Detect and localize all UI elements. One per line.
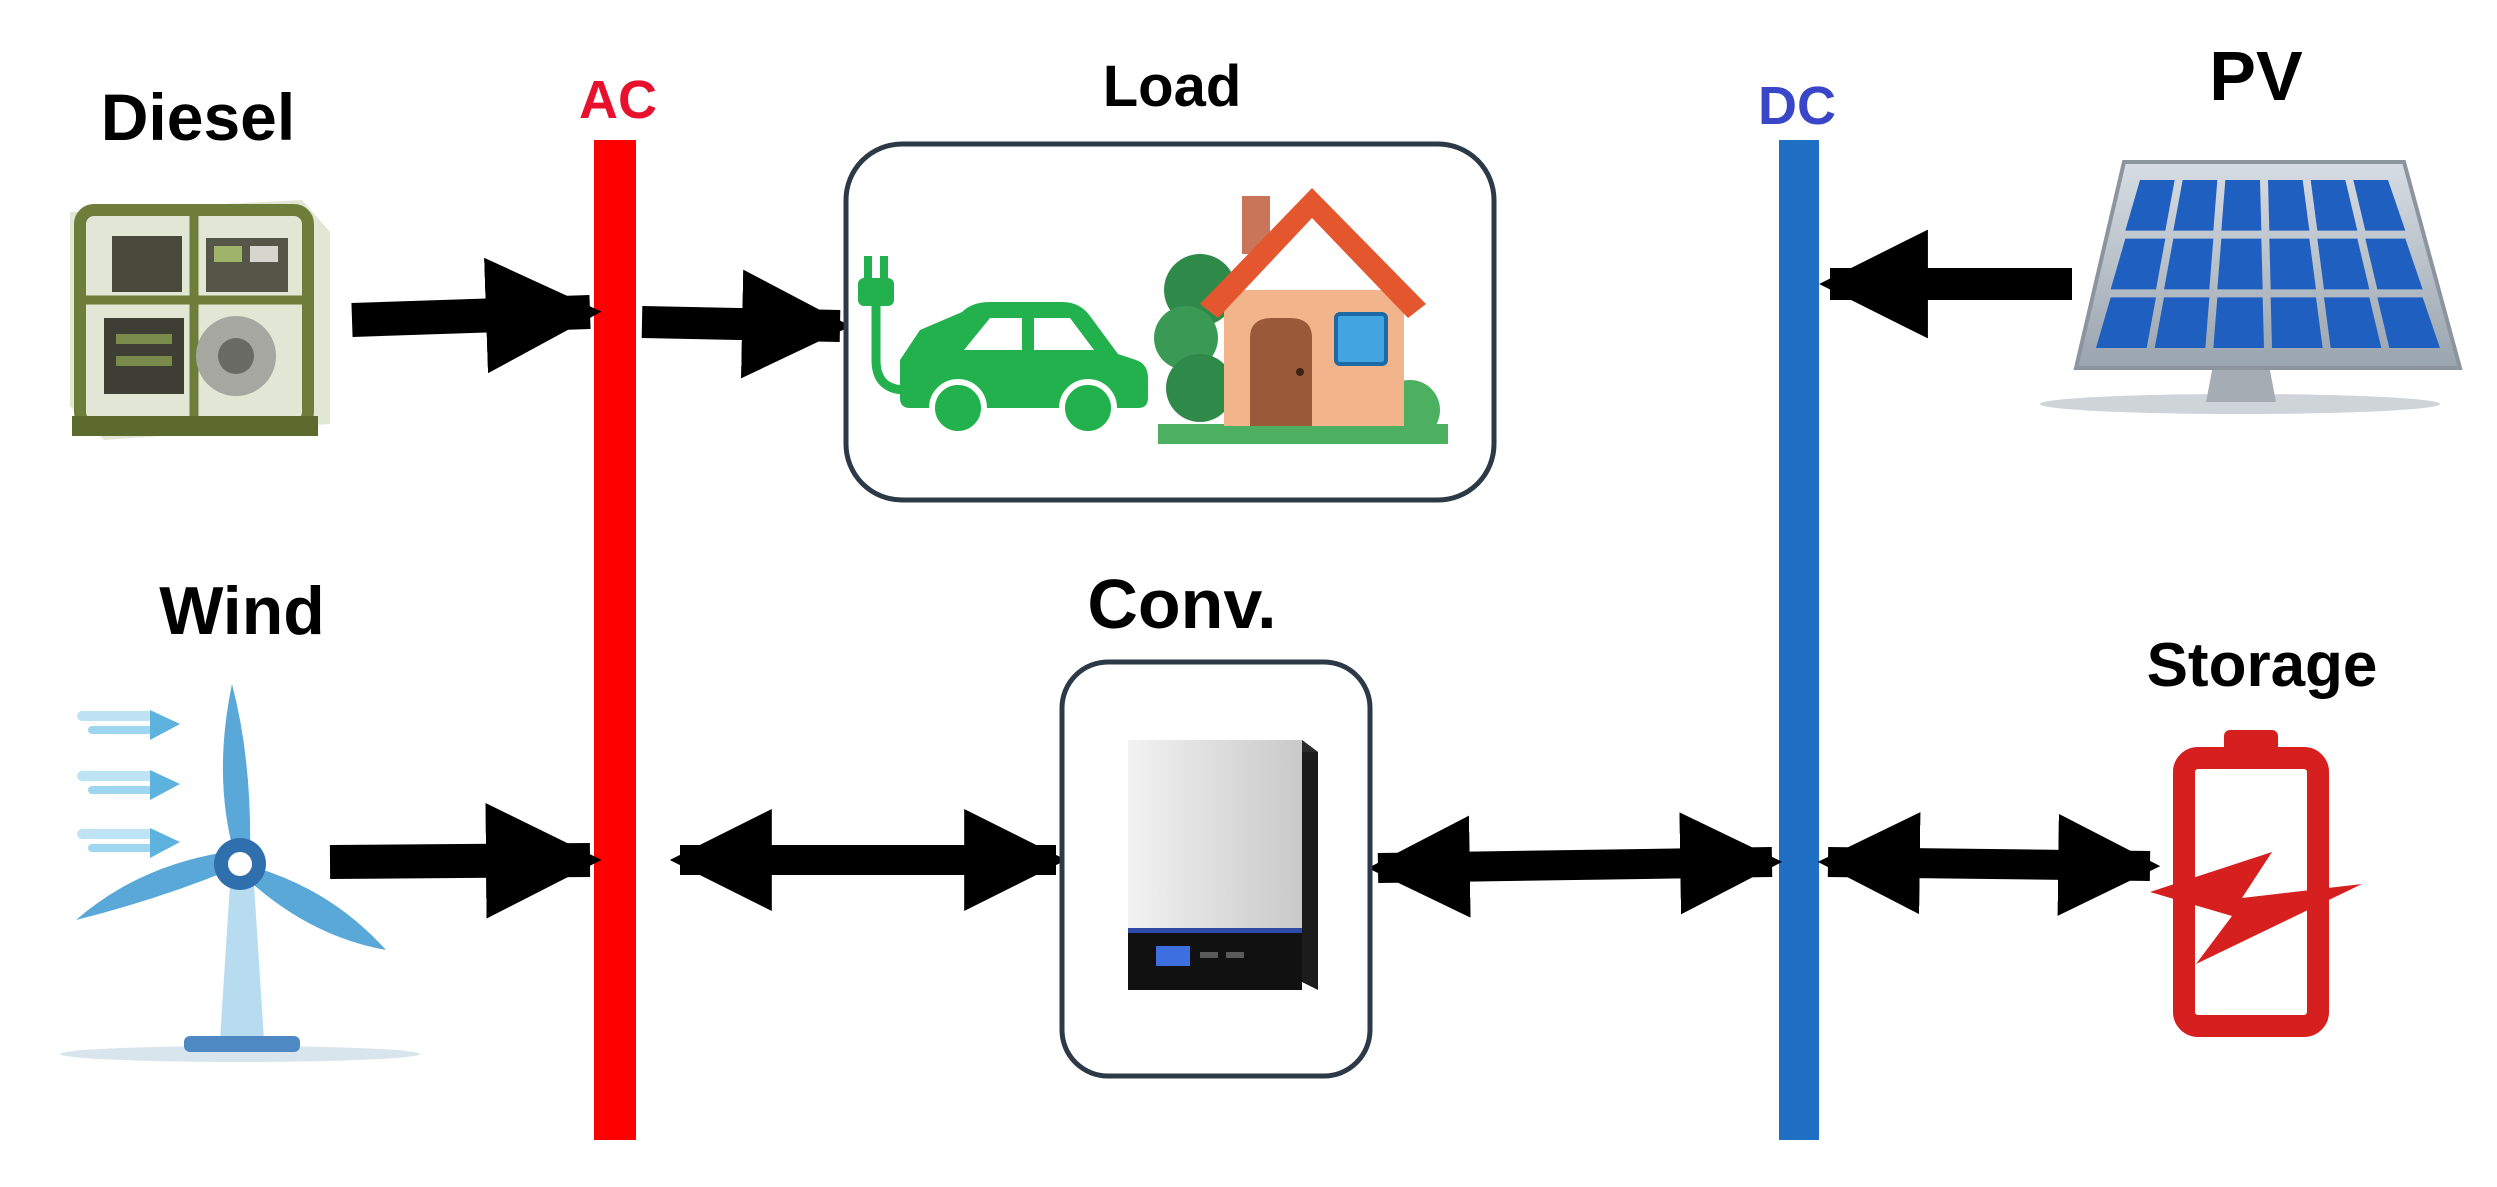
solar-cell (2365, 238, 2423, 290)
solar-cell (2173, 180, 2218, 231)
solar-cell (2154, 297, 2210, 348)
solar-cell (2213, 297, 2264, 348)
arrow-diesel-to-ac (351, 257, 602, 374)
wind-turbine-icon (60, 684, 420, 1062)
solar-cell (2164, 238, 2214, 290)
solar-cell (2310, 180, 2358, 231)
conv-label: Conv. (1087, 565, 1276, 643)
solar-cell (2217, 238, 2263, 290)
ac-bus (594, 140, 636, 1140)
storage-label: Storage (2147, 631, 2378, 700)
solar-cell (2353, 180, 2406, 231)
house-icon (1154, 188, 1448, 444)
solar-cell (2125, 180, 2175, 231)
arrow-conv-dc-bidirectional (1367, 812, 1783, 918)
solar-cell (2221, 180, 2262, 231)
diesel-generator-icon (70, 200, 330, 440)
ac-label: AC (579, 70, 657, 130)
inverter-icon (1128, 740, 1318, 990)
load-label: Load (1103, 54, 1242, 119)
solar-cell (2317, 238, 2370, 290)
solar-cell (2377, 297, 2440, 348)
solar-cell (2096, 297, 2156, 348)
dc-label: DC (1758, 76, 1836, 136)
wind-label: Wind (159, 573, 325, 649)
diesel-label: Diesel (101, 80, 295, 154)
dc-bus (1779, 140, 1819, 1140)
pv-label: PV (2209, 37, 2303, 115)
battery-charging-icon (2150, 730, 2362, 1037)
arrow-ac-to-load (641, 269, 851, 379)
electric-car-icon (858, 256, 1148, 437)
arrow-dc-storage-bidirectional (1817, 812, 2161, 916)
solar-panel-icon (2040, 160, 2463, 414)
solar-cell (2269, 238, 2316, 290)
solar-cell (2324, 297, 2382, 348)
arrow-wind-to-ac (329, 803, 602, 919)
solar-cell (2110, 238, 2166, 290)
solar-cell (2268, 180, 2310, 231)
solar-cell (2270, 297, 2323, 348)
